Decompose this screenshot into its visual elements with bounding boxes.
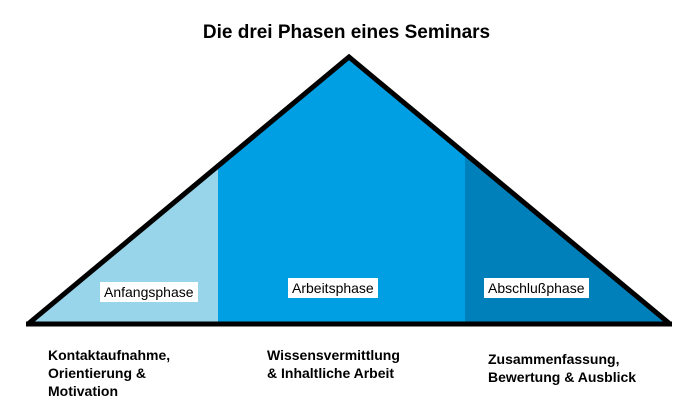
diagram-title: Die drei Phasen eines Seminars xyxy=(202,22,491,43)
phase-label-anfang: Anfangsphase xyxy=(100,282,198,302)
phase-arbeit-region xyxy=(218,57,465,324)
phase-description-anfang: Kontaktaufnahme, Orientierung & Motivati… xyxy=(48,347,171,399)
phase-description-abschluss: Zusammenfassung, Bewertung & Ausblick xyxy=(488,351,637,385)
phase-description-arbeit: Wissensvermittlung & Inhaltliche Arbeit xyxy=(267,347,400,381)
phase-label-abschluss: Abschlußphase xyxy=(484,278,589,298)
triangle-outline xyxy=(26,53,672,326)
phase-label-arbeit: Arbeitsphase xyxy=(288,278,378,298)
